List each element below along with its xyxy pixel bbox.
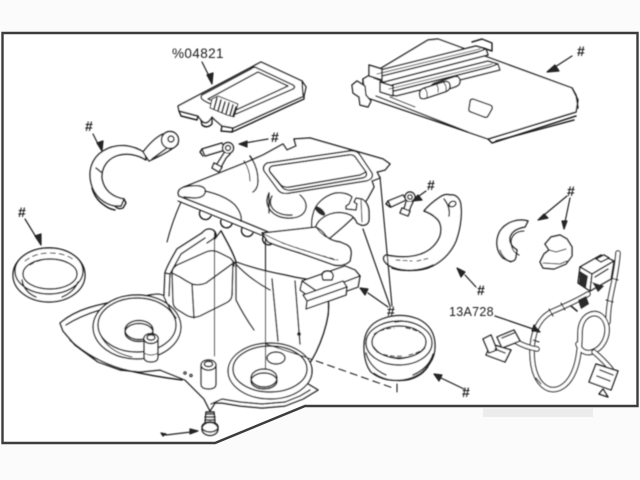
svg-text:#: # [387,303,395,319]
svg-text:#: # [567,183,575,199]
svg-text:#: # [577,43,585,59]
svg-text:#: # [477,282,485,298]
svg-text:#: # [462,384,470,400]
svg-text:%04821: %04821 [172,46,224,61]
svg-text:#: # [18,204,26,220]
svg-text:13A728: 13A728 [449,305,494,319]
svg-text:#: # [427,177,435,193]
svg-text:#: # [85,118,93,134]
svg-text:#: # [271,129,279,145]
